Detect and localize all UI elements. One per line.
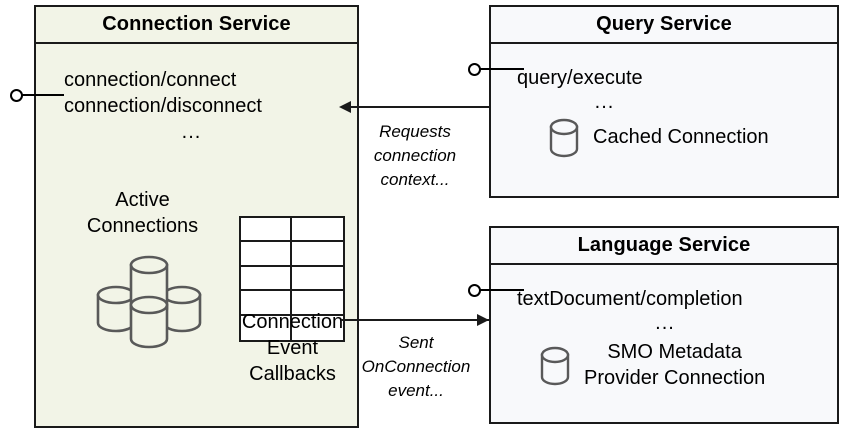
grid-cell (292, 218, 343, 243)
interface-stem (480, 289, 524, 291)
sent-label-line1: Sent (398, 333, 434, 352)
language-service-title: Language Service (491, 228, 837, 265)
cached-connection-resource: Cached Connection (547, 116, 769, 160)
database-cluster-icon (92, 251, 206, 351)
component-language-service[interactable]: Language Service textDocument/completion… (489, 226, 839, 424)
connection-service-body: connection/connect connection/disconnect… (36, 44, 357, 426)
cached-connection-label: Cached Connection (593, 126, 769, 149)
component-connection-service[interactable]: Connection Service connection/connect co… (34, 5, 359, 428)
interface-textdocument-completion[interactable]: textDocument/completion (517, 288, 743, 310)
grid-cell (241, 242, 292, 267)
query-service-interface-list: query/execute ... (517, 65, 692, 112)
smo-metadata-provider-resource: SMO Metadata Provider Connection (538, 340, 765, 391)
table-grid-icon (239, 216, 345, 342)
language-service-ellipsis: ... (655, 312, 675, 335)
grid-cell (241, 291, 292, 316)
requests-label-line1: Requests (379, 122, 451, 141)
active-connections-label-line2: Connections (86, 215, 199, 237)
connection-service-ellipsis: ... (181, 120, 202, 143)
smo-label-line2: Provider Connection (584, 366, 766, 389)
database-cylinder-icon (538, 344, 572, 388)
connector-query-to-connection-line (341, 106, 489, 108)
requests-label-line2: connection (373, 146, 457, 166)
grid-cell (241, 266, 292, 292)
callbacks-label-line2: Event (266, 337, 319, 359)
grid-cell (241, 315, 292, 340)
requests-label-line3: context... (380, 170, 450, 190)
language-service-interface-list: textDocument/completion ... (517, 286, 813, 333)
connector-connection-to-language-arrowhead (477, 314, 489, 326)
query-service-title: Query Service (491, 7, 837, 44)
grid-cell (292, 242, 343, 267)
grid-cell (292, 267, 343, 292)
database-cylinder-icon (547, 116, 581, 160)
query-service-ellipsis: ... (594, 91, 615, 114)
active-connections-label: Active Connections (60, 187, 225, 239)
callbacks-label-line3: Callbacks (249, 363, 336, 385)
component-query-service[interactable]: Query Service query/execute ... (489, 5, 839, 198)
interface-query-execute[interactable]: query/execute (517, 67, 643, 89)
sent-label-line3: event... (388, 381, 444, 401)
connection-service-interface-list: connection/connect connection/disconnect… (64, 67, 319, 142)
grid-cell (241, 218, 292, 243)
connection-service-title: Connection Service (36, 7, 357, 44)
connector-connection-to-language-label: Sent OnConnection event... (341, 331, 491, 403)
query-service-body: query/execute ... (491, 44, 837, 196)
connector-query-to-connection-arrowhead (339, 101, 351, 113)
smo-metadata-provider-label: SMO Metadata Provider Connection (584, 340, 765, 391)
interface-stem (480, 68, 524, 70)
connector-connection-to-language-line (341, 319, 489, 321)
grid-cell (292, 291, 343, 316)
language-service-body: textDocument/completion ... (491, 265, 837, 422)
smo-label-line1: SMO Metadata (607, 341, 742, 363)
interface-connection-disconnect[interactable]: connection/disconnect (64, 95, 262, 118)
interface-stem (22, 94, 64, 96)
sent-label-line2: OnConnection (361, 357, 471, 377)
active-connections-label-line1: Active (115, 189, 170, 211)
interface-connection-connect[interactable]: connection/connect (64, 69, 237, 91)
connector-query-to-connection-label: Requests connection context... (340, 120, 490, 192)
connection-event-callbacks-label: Connection Event Callbacks (216, 309, 369, 387)
callbacks-label-line1: Connection (241, 311, 344, 333)
